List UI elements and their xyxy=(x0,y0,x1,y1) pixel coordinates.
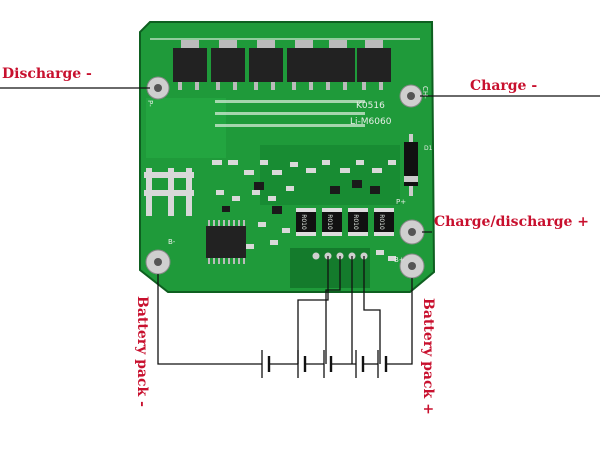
battery-schematic xyxy=(157,256,413,378)
mosfet-row xyxy=(173,40,391,90)
diode-d1 xyxy=(404,134,418,196)
leader-lines xyxy=(0,87,600,233)
resistor-mark: R010 xyxy=(378,214,385,230)
pad-p-plus xyxy=(399,219,425,245)
board-marking-line1: K0516 xyxy=(356,101,385,111)
silk-ch-minus: CH- xyxy=(421,86,429,99)
pad-ch-minus xyxy=(399,84,423,108)
resistor-mark: R010 xyxy=(326,214,333,230)
wire-links xyxy=(144,168,194,216)
via-dots xyxy=(150,38,420,127)
transistors xyxy=(222,180,380,214)
balance-connector xyxy=(312,252,368,260)
resistor-mark: R010 xyxy=(300,214,307,230)
silk-d1: D1 xyxy=(424,145,433,152)
battery-lead-minus xyxy=(157,274,262,365)
label-charge-minus: Charge - xyxy=(470,78,538,94)
label-charge-discharge-plus: Charge/discharge + xyxy=(434,214,590,230)
label-discharge-minus: Discharge - xyxy=(2,66,92,82)
board-marking-line2: Li-M6060 xyxy=(350,117,392,127)
protection-ic xyxy=(206,220,246,264)
pad-b-minus xyxy=(145,249,171,275)
smd-components xyxy=(212,160,396,261)
sense-resistors: R010 R010 R010 R010 xyxy=(296,208,394,236)
silk-b-plus: B+ xyxy=(394,256,405,264)
label-battery-pack-minus: Battery pack - xyxy=(134,296,150,407)
battery-lead-plus xyxy=(386,278,413,365)
label-battery-pack-plus: Battery pack + xyxy=(420,298,436,415)
pad-p-minus-top xyxy=(146,76,170,100)
silk-p-plus: P+ xyxy=(396,198,406,206)
silk-p-minus: P- xyxy=(146,100,154,107)
silk-b-minus: B- xyxy=(168,238,176,246)
resistor-mark: R010 xyxy=(352,214,359,230)
